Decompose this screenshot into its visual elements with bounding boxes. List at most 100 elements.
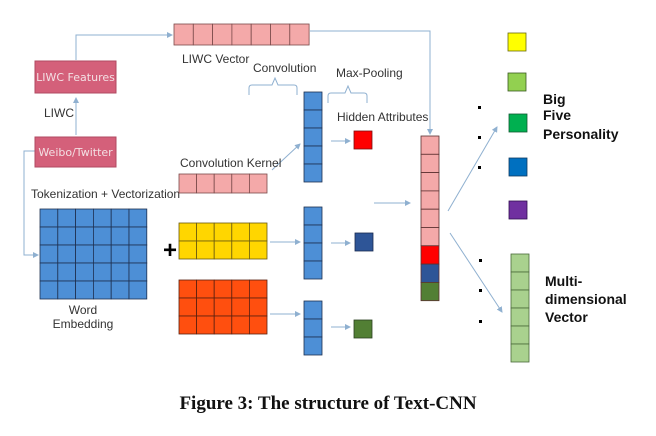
plus-symbol: + — [163, 237, 177, 264]
word-embedding-matrix-cell — [39, 226, 59, 246]
personality-neuroticism-cell — [508, 200, 528, 220]
multi-dimensional-vector-cell — [510, 325, 530, 345]
ellipsis-dot — [479, 259, 482, 262]
personality-conscientiousness-cell — [507, 72, 527, 92]
feature-map-2-cell — [303, 224, 323, 244]
hidden-attribute-red-cell — [353, 130, 373, 150]
personality-openness — [507, 32, 527, 52]
feature-map-1-cell — [303, 127, 323, 147]
weibo-twitter-box: Weibo/Twitter — [34, 136, 117, 168]
hidden-attribute-red — [353, 130, 373, 150]
hidden-attribute-green — [353, 319, 373, 339]
ellipsis-dot — [478, 166, 481, 169]
word-embedding-matrix-cell — [57, 208, 76, 228]
convolution-kernel-1-cell — [248, 173, 268, 194]
liwc-vector-cell — [231, 23, 252, 46]
convolution-kernel-3-cell — [196, 315, 215, 335]
liwc-vector-cell — [212, 23, 233, 46]
liwc-features-label: LIWC Features — [36, 71, 115, 84]
word-embedding-matrix-cell — [57, 262, 76, 282]
word-embedding-matrix-cell — [75, 262, 94, 282]
convolution-kernel-2-cell — [213, 222, 233, 242]
hidden-attribute-green-cell — [353, 319, 373, 339]
ellipsis-dot — [479, 320, 482, 323]
liwc-vector-cell — [270, 23, 291, 46]
word-embedding-matrix-cell — [110, 244, 130, 264]
ellipsis-dot — [478, 136, 481, 139]
liwc-vector-cell — [192, 23, 214, 46]
feature-map-2 — [303, 206, 323, 280]
word-embedding-matrix-cell — [128, 262, 148, 282]
convolution-kernel-1-cell — [196, 173, 215, 194]
concatenated-vector-cell — [420, 245, 440, 265]
multi-dimensional-vector-cell — [510, 343, 530, 363]
word-embedding-matrix-cell — [39, 262, 59, 282]
brace-max-pooling — [327, 84, 368, 103]
convolution-kernel-3-cell — [248, 279, 268, 299]
concatenated-vector-cell — [420, 190, 440, 210]
concatenated-vector-cell — [420, 227, 440, 247]
hidden-attribute-navy-cell — [354, 232, 374, 252]
concatenated-vector-cell — [420, 153, 440, 174]
convolution-kernel-3-cell — [178, 297, 198, 317]
figure-caption: Figure 3: The structure of Text-CNN — [179, 393, 477, 414]
arrow-concat-to-multi-vector — [449, 232, 503, 313]
tokenization-label: Tokenization + Vectorization — [31, 187, 180, 201]
feature-map-2-cell — [303, 206, 323, 226]
word-embedding-matrix-cell — [39, 208, 59, 228]
multi-vector-label-3: Vector — [545, 309, 588, 325]
arrow-kernel-to-conv1 — [271, 143, 301, 171]
multi-vector-label-1: Multi- — [545, 273, 583, 289]
convolution-kernel-3 — [178, 279, 268, 335]
convolution-kernel-1-cell — [231, 173, 250, 194]
convolution-kernel-3-cell — [213, 279, 233, 299]
word-embedding-matrix-cell — [110, 208, 130, 228]
ellipsis-dot — [478, 106, 481, 109]
weibo-twitter-label: Weibo/Twitter — [38, 146, 113, 159]
convolution-kernel-3-cell — [248, 315, 268, 335]
arrow-source-to-embedding — [23, 150, 39, 258]
word-embedding-matrix-cell — [93, 244, 112, 264]
word-embedding-matrix-cell — [75, 226, 94, 246]
personality-agreeableness — [508, 157, 528, 177]
liwc-features-box: LIWC Features — [34, 60, 117, 94]
convolution-kernel-1 — [178, 173, 268, 194]
convolution-kernel-1-cell — [213, 173, 233, 194]
ellipsis-dot — [479, 289, 482, 292]
convolution-kernel-2-cell — [213, 240, 233, 260]
hidden-attribute-navy — [354, 232, 374, 252]
arrow-liwc-vector-to-concat — [310, 30, 433, 135]
concatenated-vector-cell — [420, 208, 440, 228]
feature-map-3 — [303, 300, 323, 356]
feature-map-1-cell — [303, 109, 323, 129]
word-embedding-matrix-cell — [75, 208, 94, 228]
word-embedding-matrix-cell — [128, 244, 148, 264]
feature-map-2-cell — [303, 260, 323, 280]
word-embedding-matrix-cell — [93, 280, 112, 300]
concatenated-vector-cell — [420, 172, 440, 192]
feature-map-2-cell — [303, 242, 323, 262]
word-embedding-label-2: Embedding — [53, 317, 114, 331]
feature-map-1-cell — [303, 91, 323, 111]
word-embedding-matrix-cell — [110, 226, 130, 246]
word-embedding-matrix-cell — [128, 208, 148, 228]
word-embedding-matrix-cell — [128, 226, 148, 246]
multi-dimensional-vector-cell — [510, 307, 530, 327]
connectors — [23, 30, 503, 330]
liwc-vector-label: LIWC Vector — [182, 52, 249, 66]
liwc-vector — [173, 23, 310, 46]
word-embedding-matrix — [39, 208, 148, 300]
multi-dimensional-vector-cell — [510, 271, 530, 291]
arrow-liwc-features-to-vector — [75, 32, 173, 60]
convolution-kernel-2-cell — [231, 240, 250, 260]
word-embedding-matrix-cell — [57, 244, 76, 264]
convolution-kernel-3-cell — [231, 315, 250, 335]
feature-map-3-cell — [303, 336, 323, 356]
personality-agreeableness-cell — [508, 157, 528, 177]
cell-grids — [39, 23, 530, 363]
feature-map-1 — [303, 91, 323, 183]
multi-dimensional-vector-cell — [510, 253, 530, 273]
liwc-vector-cell — [250, 23, 271, 46]
word-embedding-matrix-cell — [93, 208, 112, 228]
convolution-kernel-1-cell — [178, 173, 198, 194]
